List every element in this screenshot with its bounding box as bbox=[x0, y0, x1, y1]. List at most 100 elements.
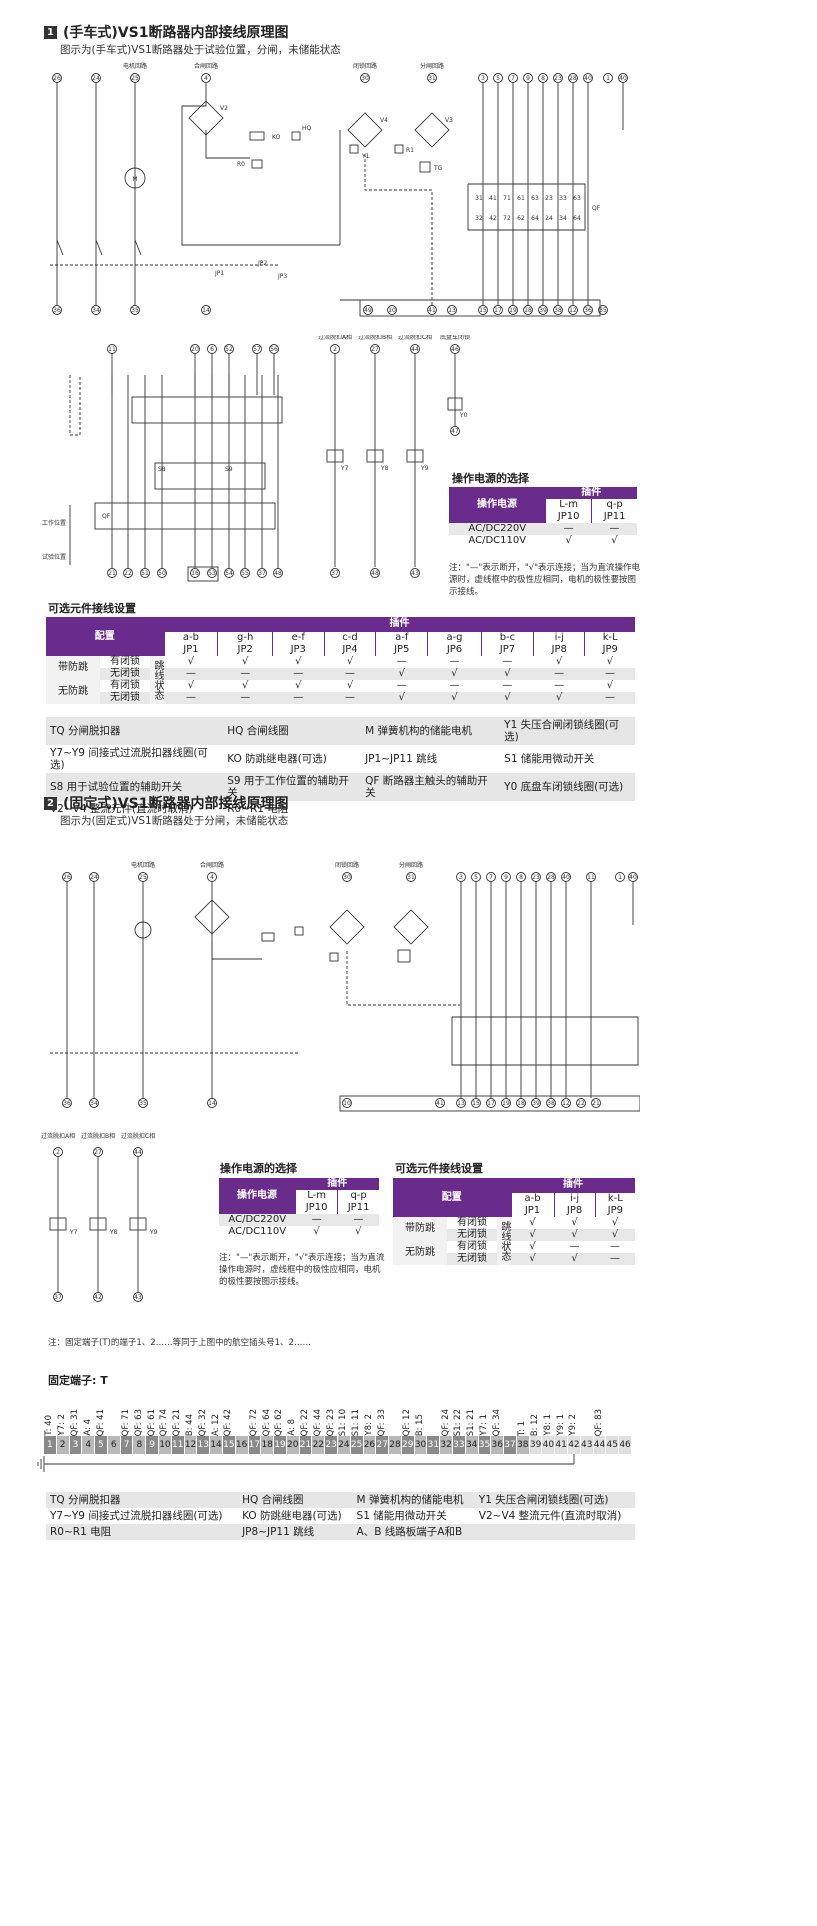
opt-cell: — bbox=[554, 1241, 596, 1253]
legend-item: S8 用于试验位置的辅助开关 bbox=[46, 773, 224, 801]
terminal-number: 15 bbox=[479, 307, 487, 314]
terminal-node bbox=[107, 344, 117, 354]
terminal-label: Y8: 1 bbox=[542, 1414, 553, 1436]
opt-cell: — bbox=[164, 668, 218, 680]
legend-item: Y7~Y9 间接式过流脱扣器线圈(可选) bbox=[46, 1508, 239, 1524]
terminal-number: 3 bbox=[69, 1436, 83, 1454]
terminal-number: 22 bbox=[577, 1100, 585, 1107]
component-label: KO bbox=[272, 134, 281, 141]
terminal-label: QF: 23 bbox=[325, 1408, 336, 1436]
y1-coil bbox=[349, 144, 359, 154]
opt-cell: √ bbox=[554, 1253, 596, 1265]
component-label: 23 bbox=[545, 195, 553, 202]
rectifier bbox=[329, 909, 365, 945]
component-label: JP1 bbox=[214, 270, 224, 277]
terminal-label: S1: 22 bbox=[453, 1408, 464, 1436]
terminal-number: 43 bbox=[411, 570, 419, 577]
terminal-label: QF: 21 bbox=[172, 1408, 183, 1436]
terminal-node bbox=[450, 426, 460, 436]
component-label: 合闸回路 bbox=[200, 861, 224, 869]
terminal-label: QF: 31 bbox=[69, 1408, 80, 1436]
opt-cell: √ bbox=[164, 680, 218, 692]
terminal-number: 20 bbox=[191, 346, 199, 353]
terminal-number: 30 bbox=[361, 75, 369, 82]
opt-header-config: 配置 bbox=[393, 1178, 511, 1217]
component-label: 32 bbox=[475, 215, 483, 222]
power-table-2-cell: — bbox=[295, 1214, 338, 1226]
terminal-number: 21 bbox=[592, 1100, 600, 1107]
terminal-node bbox=[568, 305, 578, 315]
component-label: 电机回路 bbox=[131, 861, 155, 869]
terminal-label: Y7: 2 bbox=[57, 1414, 68, 1436]
terminal-label: T: 1 bbox=[517, 1420, 528, 1436]
component-label: 62 bbox=[517, 215, 525, 222]
terminal-number: 24 bbox=[90, 874, 98, 881]
terminal-number: 37 bbox=[504, 1436, 517, 1454]
terminal-strip-ground bbox=[37, 1454, 575, 1472]
terminal-node bbox=[157, 568, 167, 578]
component-label: 42 bbox=[489, 215, 497, 222]
terminal-number: 25 bbox=[139, 874, 147, 881]
rectifier bbox=[393, 909, 429, 945]
terminal-number: 56 bbox=[270, 346, 278, 353]
opt-cell: √ bbox=[324, 680, 376, 692]
opt-cell: √ bbox=[554, 1229, 596, 1241]
component-label: M bbox=[132, 176, 137, 183]
terminal-node bbox=[561, 1098, 571, 1108]
terminal-number: 1 bbox=[44, 1436, 57, 1454]
terminal-number: 34 bbox=[465, 1436, 479, 1454]
component-label: 闭锁回路 bbox=[353, 62, 377, 70]
component-label: Y7 bbox=[340, 465, 349, 472]
opt-cell: — bbox=[164, 692, 218, 704]
terminal-number: 27 bbox=[371, 346, 379, 353]
terminal-node bbox=[516, 1098, 526, 1108]
terminal-label: A: 12 bbox=[210, 1413, 221, 1436]
opt-cell: √ bbox=[595, 1229, 635, 1241]
terminal-node bbox=[252, 344, 262, 354]
component-label: 过流脱扣B相 bbox=[358, 335, 392, 341]
terminal-node bbox=[493, 305, 503, 315]
terminal-number: 42 bbox=[94, 1294, 102, 1301]
opt-cell: √ bbox=[554, 1217, 596, 1229]
legend-item: V2~V4 整流元件(直流时取消) bbox=[474, 1508, 635, 1524]
component-label: 过流脱扣C相 bbox=[398, 335, 432, 341]
terminal-label: B: 12 bbox=[530, 1413, 541, 1436]
terminal-number: 54 bbox=[225, 570, 233, 577]
component-label: Y9 bbox=[149, 1229, 158, 1236]
terminal-number: 11 bbox=[587, 874, 595, 881]
terminal-number: 43 bbox=[134, 1294, 142, 1301]
terminal-node bbox=[508, 305, 518, 315]
terminal-node bbox=[516, 872, 526, 882]
terminal-number: 14 bbox=[202, 307, 210, 314]
component-label: 63 bbox=[573, 195, 581, 202]
power-table-1-header-plug: 插件 bbox=[545, 487, 637, 499]
terminal-number: 25 bbox=[350, 1436, 364, 1454]
legend-item: HQ 合闸线圈 bbox=[223, 717, 362, 745]
legend-item: Y1 失压合闸闭锁线圈(可选) bbox=[474, 1492, 635, 1508]
power-table-1-cell: √ bbox=[591, 535, 637, 547]
terminal-number: 40 bbox=[584, 75, 592, 82]
opt-cell: √ bbox=[481, 692, 534, 704]
rectifier bbox=[194, 899, 230, 935]
legend-item: S1 储能用微动开关 bbox=[352, 1508, 475, 1524]
terminal-number: 14 bbox=[208, 1100, 216, 1107]
opt-cell: — bbox=[324, 668, 376, 680]
wire bbox=[181, 83, 340, 246]
terminal-node bbox=[531, 1098, 541, 1108]
terminal-node bbox=[62, 1098, 72, 1108]
terminal-label: QF: 42 bbox=[223, 1408, 234, 1436]
terminal-label: QF: 41 bbox=[95, 1408, 106, 1436]
opt-cell: — bbox=[217, 692, 273, 704]
s8-box bbox=[154, 462, 266, 490]
terminal-label: QF: 62 bbox=[274, 1408, 285, 1436]
terminal-node bbox=[410, 568, 420, 578]
terminal-number: 15 bbox=[472, 1100, 480, 1107]
terminal-label: A: 4 bbox=[82, 1419, 93, 1436]
motor-symbol bbox=[134, 921, 152, 939]
terminal-node bbox=[52, 73, 62, 83]
y1-coil bbox=[329, 952, 339, 962]
